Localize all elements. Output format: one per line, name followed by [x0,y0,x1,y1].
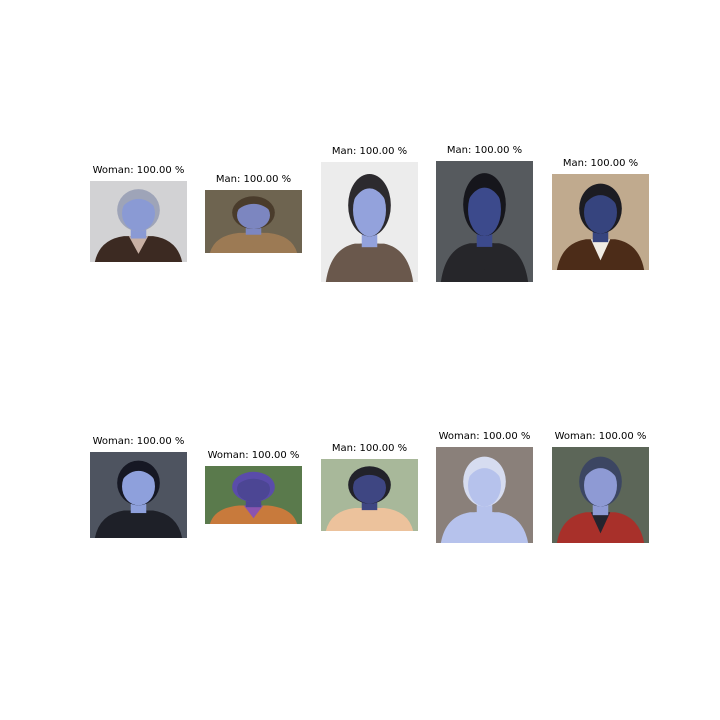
portrait-face [468,182,501,237]
portrait-image [552,174,649,270]
portrait-image [321,162,418,282]
portrait-face [584,464,617,507]
portrait-svg [205,190,302,253]
portrait-neck [245,497,262,508]
portrait-hair-top [352,467,387,484]
portrait-collar [590,512,611,534]
portrait-collar [590,239,611,261]
portrait-image [436,161,533,282]
portrait-face [237,201,270,230]
portrait-svg [90,181,187,262]
portrait-image [205,466,302,524]
panel-title: Woman: 100.00 % [92,165,185,176]
portrait-collar [243,232,264,247]
image-panel: Woman: 100.00 % [552,430,649,543]
portrait-face [353,471,386,504]
portrait-collar [474,243,495,270]
portrait-hair-top [236,472,271,486]
portrait-image [321,459,418,531]
portrait-face [468,464,501,507]
portrait-svg [321,162,418,282]
portrait-svg [436,161,533,282]
portrait-image [205,190,302,253]
portrait-image [90,181,187,262]
image-panel: Woman: 100.00 % [90,164,187,262]
panel-title: Man: 100.00 % [331,443,408,454]
portrait-image [552,447,649,543]
portrait-neck [245,224,262,235]
portrait-collar [359,243,380,270]
panel-title: Man: 100.00 % [446,145,523,156]
portrait-hair-top [121,190,156,209]
portrait-face [584,191,617,234]
portrait-neck [361,498,378,511]
image-panel: Man: 100.00 % [552,157,649,270]
portrait-hair-top [467,458,502,480]
portrait-face [122,195,155,232]
portrait-hair-top [467,175,502,203]
image-panel: Man: 100.00 % [321,145,418,282]
portrait-face [353,183,386,237]
portrait-collar [359,507,380,524]
portrait-hair-top [236,197,271,212]
image-panel: Man: 100.00 % [436,144,533,282]
panel-title: Man: 100.00 % [215,174,292,185]
portrait-image [436,447,533,543]
portrait-hair-top [352,176,387,203]
portrait-collar [128,236,149,254]
panel-title: Man: 100.00 % [331,146,408,157]
portrait-svg [436,447,533,543]
portrait-hair-top [583,458,618,480]
image-panel: Woman: 100.00 % [205,449,302,524]
image-panel: Woman: 100.00 % [436,430,533,543]
portrait-collar [128,510,149,530]
portrait-collar [243,505,264,519]
image-panel: Woman: 100.00 % [90,435,187,538]
panel-title: Woman: 100.00 % [554,431,647,442]
portrait-hair-top [121,462,156,482]
portrait-face [237,476,270,502]
panel-title: Woman: 100.00 % [92,436,185,447]
portrait-svg [552,174,649,270]
portrait-face [122,467,155,506]
image-panel: Man: 100.00 % [205,173,302,253]
portrait-svg [90,452,187,538]
image-panel: Man: 100.00 % [321,442,418,531]
panel-title: Woman: 100.00 % [438,431,531,442]
portrait-image [90,452,187,538]
panel-title: Woman: 100.00 % [207,450,300,461]
portrait-hair-top [583,185,618,207]
portrait-svg [205,466,302,524]
panel-title: Man: 100.00 % [562,158,639,169]
portrait-svg [552,447,649,543]
portrait-collar [474,512,495,534]
portrait-svg [321,459,418,531]
